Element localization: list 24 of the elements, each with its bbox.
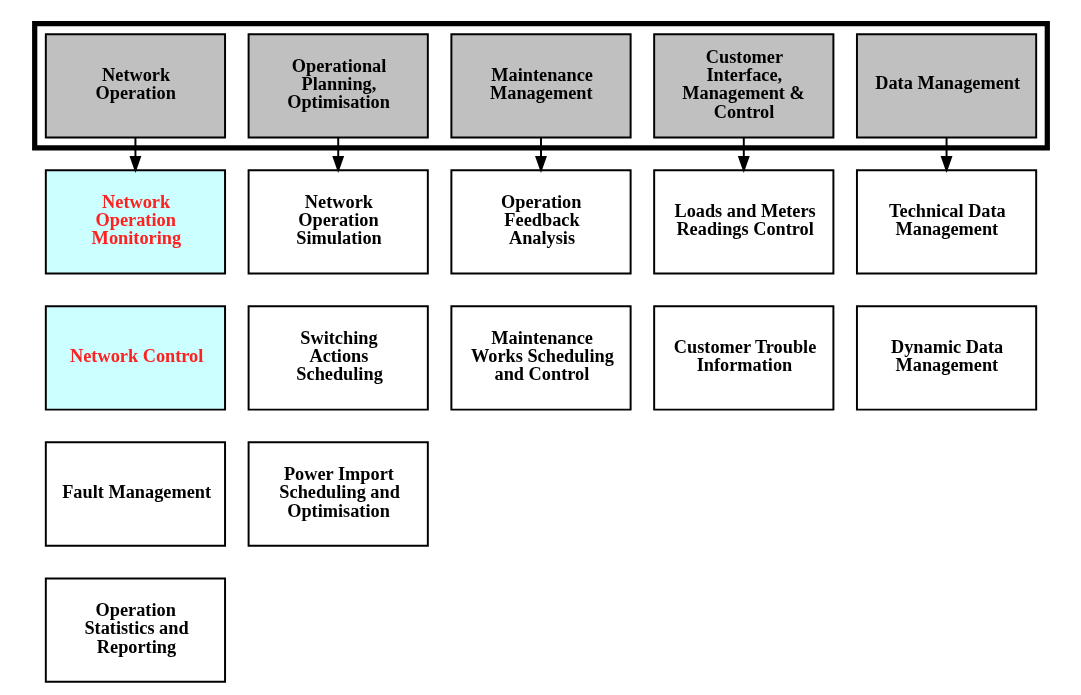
node-box: Operation Statistics and Reporting	[44, 577, 226, 683]
node-box: Power Import Scheduling and Optimisation	[247, 441, 429, 547]
node-box: Network Operation Monitoring	[44, 169, 226, 275]
node-box: Network Operation Simulation	[247, 169, 429, 275]
arrow	[534, 136, 547, 174]
node-box: Operational Planning, Optimisation	[247, 33, 429, 139]
node-box: Maintenance Works Scheduling and Control	[449, 305, 632, 411]
node-box: Network Control	[44, 305, 226, 411]
node-box: Data Management	[855, 33, 1037, 139]
arrow	[737, 136, 750, 174]
node-box: Maintenance Management	[449, 33, 632, 139]
node-box: Customer Trouble Information	[652, 305, 834, 411]
node-box: Customer Interface, Management & Control	[652, 33, 834, 139]
node-box: Switching Actions Scheduling	[247, 305, 429, 411]
node-box: Network Operation	[44, 33, 226, 139]
node-box: Fault Management	[44, 441, 226, 547]
node-box: Loads and Meters Readings Control	[652, 169, 834, 275]
arrow	[331, 136, 344, 174]
cluster	[31, 21, 1050, 151]
node-box: Technical Data Management	[855, 169, 1037, 275]
arrow	[128, 136, 141, 174]
node-box: Operation Feedback Analysis	[449, 169, 632, 275]
arrow	[940, 136, 953, 174]
node-box: Dynamic Data Management	[855, 305, 1037, 411]
